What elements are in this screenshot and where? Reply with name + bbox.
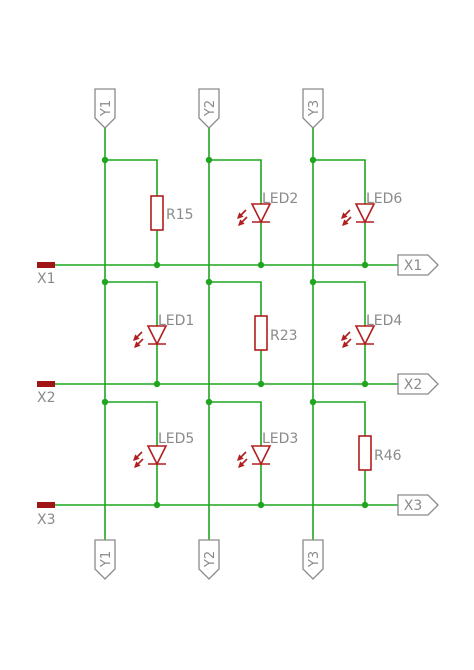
resistor-body bbox=[150, 195, 164, 231]
branch-r1c3 bbox=[313, 159, 366, 204]
light-arrow-head bbox=[238, 219, 245, 226]
light-arrow-head bbox=[237, 212, 244, 219]
junction-dot bbox=[153, 501, 161, 509]
junction-dot bbox=[257, 501, 265, 509]
bottom-port-y2: Y2 bbox=[198, 539, 220, 580]
pin-bar bbox=[37, 381, 55, 387]
diode-triangle bbox=[354, 325, 376, 346]
diode-triangle bbox=[250, 203, 272, 224]
light-arrow-head bbox=[341, 212, 348, 219]
junction-dot bbox=[361, 380, 369, 388]
diode-triangle bbox=[354, 203, 376, 224]
junction-dot bbox=[309, 156, 317, 164]
component-label: LED2 bbox=[262, 191, 298, 207]
junction-dot bbox=[101, 398, 109, 406]
diode-triangle bbox=[146, 325, 168, 346]
right-port-label: X3 bbox=[404, 498, 423, 514]
branch-r3c2 bbox=[209, 401, 262, 446]
resistor-r46: R46 bbox=[358, 435, 402, 471]
branch-r3c1 bbox=[105, 401, 158, 446]
light-arrow-head bbox=[134, 341, 141, 348]
resistor-r23: R23 bbox=[254, 315, 298, 351]
light-arrow-head bbox=[342, 341, 349, 348]
led-led4: LED4 bbox=[341, 313, 402, 348]
component-label: LED3 bbox=[262, 431, 298, 447]
right-port-x2: X2 bbox=[397, 373, 439, 395]
left-pin-x3: X3 bbox=[37, 502, 90, 528]
junction-dot bbox=[309, 398, 317, 406]
junction-dot bbox=[205, 156, 213, 164]
junction-dot bbox=[309, 278, 317, 286]
top-port-label: Y1 bbox=[99, 100, 114, 117]
led-led6: LED6 bbox=[341, 191, 402, 226]
junction-dot bbox=[257, 261, 265, 269]
light-arrow-head bbox=[237, 454, 244, 461]
pin-bar bbox=[37, 262, 55, 268]
junction-dot bbox=[205, 398, 213, 406]
component-label: LED4 bbox=[366, 313, 402, 329]
top-port-label: Y3 bbox=[307, 100, 322, 117]
light-arrow-head bbox=[133, 334, 140, 341]
left-pin-x2: X2 bbox=[37, 381, 90, 406]
right-port-label: X1 bbox=[404, 258, 423, 274]
junction-dot bbox=[205, 278, 213, 286]
left-pin-label: X1 bbox=[37, 271, 56, 287]
component-label: LED1 bbox=[158, 313, 194, 329]
branch-r2c2 bbox=[209, 281, 262, 316]
bottom-port-y1: Y1 bbox=[94, 539, 116, 580]
light-arrow-head bbox=[342, 219, 349, 226]
right-port-x1: X1 bbox=[397, 254, 439, 276]
led-led2: LED2 bbox=[237, 191, 298, 226]
right-port-x3: X3 bbox=[397, 494, 439, 516]
junction-dot bbox=[101, 156, 109, 164]
branch-r2c1 bbox=[105, 281, 158, 326]
component-label: R15 bbox=[166, 207, 194, 223]
left-pin-label: X2 bbox=[37, 390, 56, 406]
right-port-label: X2 bbox=[404, 377, 423, 393]
branch-r1c2 bbox=[209, 159, 262, 204]
bottom-port-label: Y3 bbox=[307, 551, 322, 568]
component-label: R23 bbox=[270, 328, 298, 344]
resistor-body bbox=[254, 315, 268, 351]
branch-r3c3 bbox=[313, 401, 366, 436]
branch-r1c1 bbox=[105, 159, 158, 196]
junction-dot bbox=[153, 261, 161, 269]
junction-dot bbox=[153, 380, 161, 388]
bottom-port-y3: Y3 bbox=[302, 539, 324, 580]
top-port-y2: Y2 bbox=[198, 88, 220, 129]
resistor-body bbox=[358, 435, 372, 471]
top-port-y3: Y3 bbox=[302, 88, 324, 129]
junction-dot bbox=[361, 261, 369, 269]
bottom-port-label: Y1 bbox=[99, 551, 114, 568]
junction-dot bbox=[361, 501, 369, 509]
component-label: LED6 bbox=[366, 191, 402, 207]
light-arrow-head bbox=[133, 454, 140, 461]
component-label: LED5 bbox=[158, 431, 194, 447]
bottom-port-label: Y2 bbox=[203, 551, 218, 568]
led-led5: LED5 bbox=[133, 431, 194, 468]
branch-r2c3 bbox=[313, 281, 366, 326]
led-led1: LED1 bbox=[133, 313, 194, 348]
top-port-label: Y2 bbox=[203, 100, 218, 117]
pin-bar bbox=[37, 502, 55, 508]
left-pin-label: X3 bbox=[37, 512, 56, 528]
top-port-y1: Y1 bbox=[94, 88, 116, 129]
diode-triangle bbox=[146, 445, 168, 466]
component-label: R46 bbox=[374, 448, 402, 464]
light-arrow-head bbox=[134, 461, 141, 468]
junctions bbox=[101, 156, 369, 509]
diode-triangle bbox=[250, 445, 272, 466]
junction-dot bbox=[101, 278, 109, 286]
junction-dot bbox=[257, 380, 265, 388]
led-led3: LED3 bbox=[237, 431, 298, 468]
resistor-r15: R15 bbox=[150, 195, 194, 231]
light-arrow-head bbox=[341, 334, 348, 341]
left-pin-x1: X1 bbox=[37, 262, 90, 287]
light-arrow-head bbox=[238, 461, 245, 468]
